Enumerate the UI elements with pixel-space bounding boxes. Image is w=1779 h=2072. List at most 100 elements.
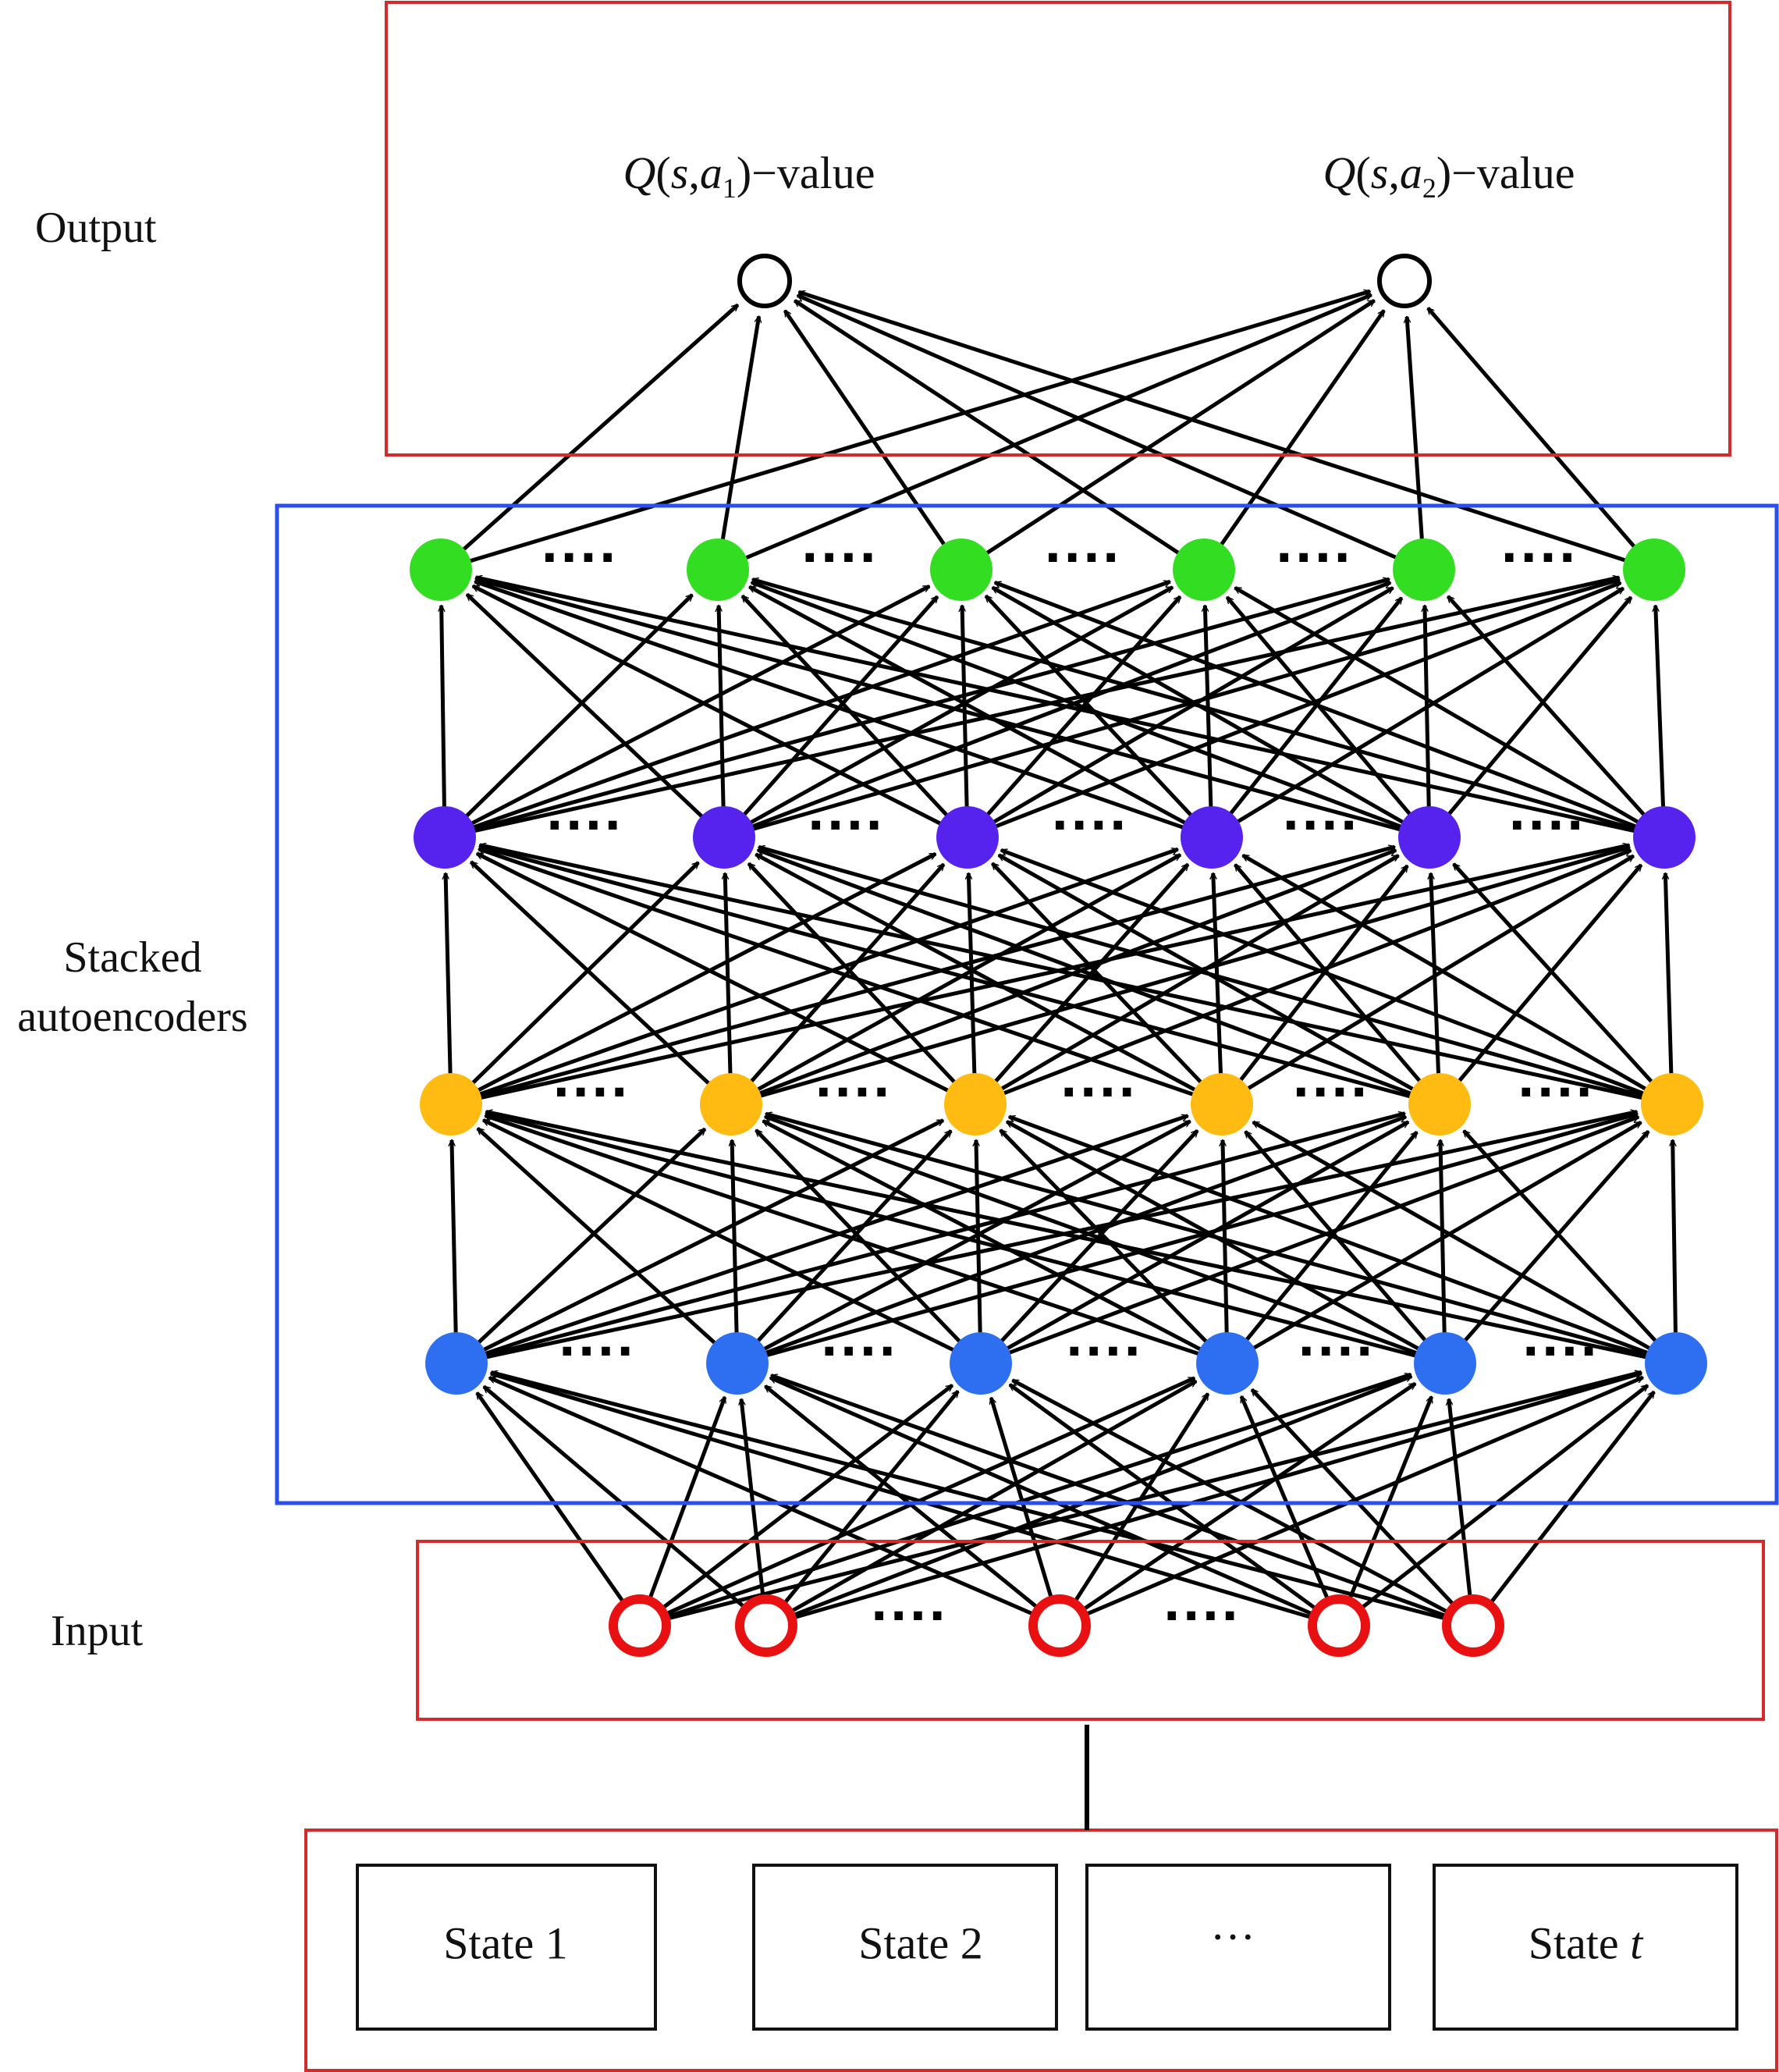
edge-l2-2-0	[477, 851, 977, 1107]
q-state: s	[1370, 147, 1389, 198]
edge-l3-5-5	[1673, 1140, 1678, 1364]
layer-ellipsis: ····	[807, 798, 884, 853]
input-node-3	[1028, 1594, 1091, 1657]
q-paren-close: )	[736, 147, 752, 198]
edge-l2-3-0	[479, 847, 1223, 1107]
layer-ellipsis: ····	[558, 1324, 635, 1379]
edge-l1-0-1	[443, 593, 694, 839]
edge-l1-3-1	[749, 585, 1213, 840]
edge-l1-0-4	[444, 579, 1390, 840]
layer-ellipsis: ····	[1275, 531, 1352, 585]
blue-node-3	[950, 1332, 1012, 1395]
input-label: Input	[51, 1607, 144, 1655]
edge-l1-5-5	[1656, 606, 1667, 838]
q-action-sub: 2	[1422, 172, 1436, 204]
purple-node-2	[693, 806, 755, 869]
layer-ellipsis: ····	[541, 531, 618, 585]
edge-l1-5-1	[752, 580, 1665, 840]
edge-in-0-4	[639, 1374, 1411, 1628]
edge-in-4-0	[492, 1372, 1474, 1628]
edge-top-1-out-0	[716, 316, 759, 570]
edge-top-3-out-1	[1202, 311, 1386, 571]
edge-l3-3-0	[485, 1116, 1228, 1366]
state-sequence-box	[304, 1829, 1778, 2072]
edge-l2-2-4	[974, 854, 1398, 1107]
edge-l2-1-3	[730, 853, 1181, 1107]
edge-l1-3-4	[1210, 598, 1404, 839]
edge-l3-4-4	[1440, 1140, 1447, 1364]
q-suffix: −value	[751, 147, 875, 198]
edge-l2-3-3	[1213, 873, 1224, 1105]
edge-l2-4-0	[479, 847, 1440, 1107]
q-action-sub: 1	[722, 172, 737, 204]
layer-ellipsis: ····	[1282, 798, 1359, 853]
layer-ellipsis: ····	[820, 1324, 897, 1379]
edge-l3-4-5	[1443, 1132, 1650, 1365]
edge-top-5-out-1	[1426, 308, 1656, 571]
edge-l3-1-1	[732, 1140, 740, 1364]
edge-l2-4-5	[1438, 865, 1643, 1106]
layer-ellipsis: ····	[1292, 1065, 1369, 1120]
layer-ellipsis: ····	[1060, 1065, 1137, 1120]
edge-l2-3-1	[756, 852, 1223, 1107]
stacked-autoencoders-label: Stacked autoencoders	[0, 929, 265, 1047]
edge-l1-5-2	[995, 581, 1665, 840]
edge-l3-3-1	[763, 1119, 1229, 1366]
edge-in-0-0	[475, 1393, 642, 1627]
state-box-4	[1433, 1864, 1738, 2031]
purple-node-6	[1633, 806, 1696, 869]
edge-top-4-out-1	[1407, 317, 1426, 570]
green-node-1	[410, 538, 472, 601]
edge-in-3-5	[1337, 1384, 1648, 1627]
edge-l1-1-2	[723, 596, 939, 839]
edge-l3-1-4	[737, 1114, 1406, 1366]
edge-l2-5-4	[1452, 864, 1674, 1106]
edge-l2-4-1	[758, 848, 1440, 1107]
edge-l2-2-3	[974, 864, 1190, 1106]
yellow-node-2	[700, 1073, 762, 1136]
edge-l3-2-0	[483, 1118, 982, 1366]
edge-l2-5-2	[1001, 848, 1673, 1107]
edge-l2-5-0	[480, 845, 1673, 1107]
state-2-label: State 2	[858, 1917, 983, 1969]
edge-l3-0-2	[455, 1118, 943, 1366]
edge-in-1-0	[484, 1384, 768, 1627]
edge-in-0-2	[638, 1384, 953, 1627]
edge-l3-5-4	[1462, 1131, 1678, 1365]
q-fn: Q	[1323, 147, 1356, 198]
edge-l2-1-5	[730, 848, 1630, 1107]
edge-l2-0-2	[449, 851, 936, 1107]
q-paren-open: (	[655, 147, 671, 198]
edge-in-3-4	[1337, 1397, 1434, 1626]
q-value-label-2: Q(s,a2)−value	[1323, 147, 1575, 204]
output-node-1	[737, 254, 792, 308]
layer-ellipsis: ····	[1051, 798, 1128, 853]
edge-l1-3-2	[984, 596, 1213, 839]
edge-l3-3-4	[1226, 1132, 1419, 1365]
layer-ellipsis: ····	[552, 1065, 630, 1120]
edge-l2-2-2	[968, 873, 978, 1105]
edge-l2-4-4	[1431, 873, 1442, 1105]
stacked-autoencoders-box	[275, 503, 1779, 1505]
edge-top-2-out-0	[783, 311, 964, 571]
layer-ellipsis: ····	[1508, 798, 1585, 853]
green-node-5	[1393, 538, 1455, 601]
edge-l2-0-3	[450, 847, 1178, 1107]
edge-l3-5-2	[1009, 1114, 1677, 1366]
edge-l3-1-0	[478, 1127, 739, 1365]
q-paren-open: (	[1355, 147, 1371, 198]
edge-in-3-0	[491, 1374, 1340, 1628]
edge-top-0-out-1	[440, 291, 1370, 572]
edge-top-2-out-1	[960, 299, 1374, 572]
q-action: a	[1399, 147, 1422, 198]
edge-l3-4-1	[765, 1114, 1446, 1366]
edge-l2-1-4	[730, 848, 1396, 1107]
edge-l2-4-3	[1233, 865, 1441, 1106]
edge-top-4-out-0	[797, 293, 1426, 572]
q-comma: ,	[688, 147, 700, 198]
edge-l1-0-2	[443, 584, 929, 840]
blue-node-2	[706, 1332, 769, 1395]
state-t-label: State t	[1528, 1917, 1643, 1969]
input-box	[416, 1540, 1765, 1721]
state-box-2	[752, 1864, 1058, 2031]
